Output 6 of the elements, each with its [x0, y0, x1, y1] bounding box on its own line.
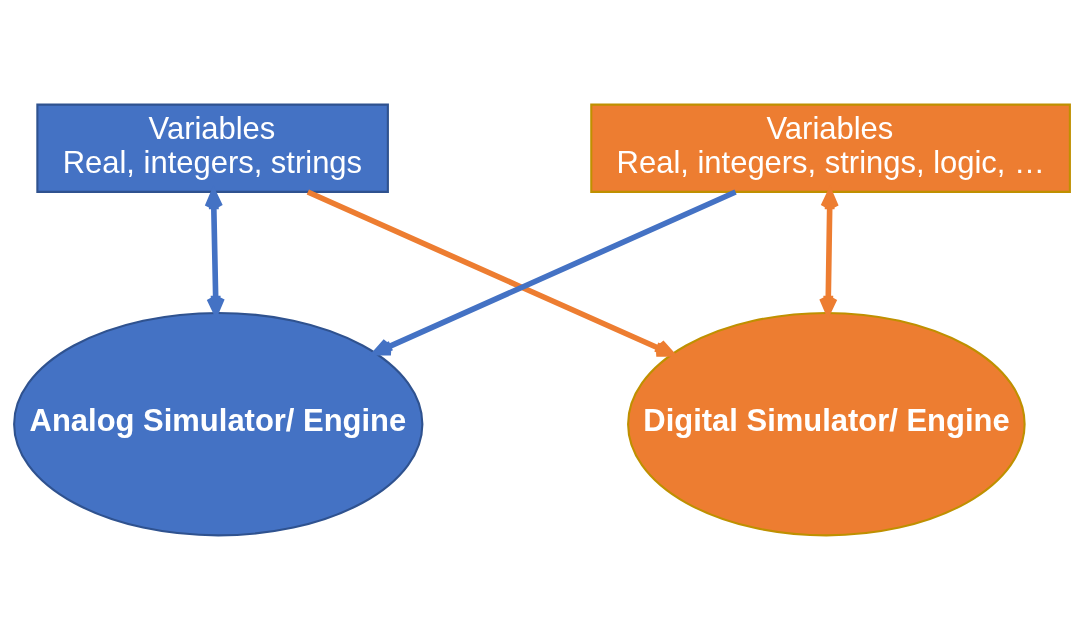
arrow — [819, 188, 839, 316]
arrow — [204, 188, 225, 316]
node-ellipse: Digital Simulator/ Engine — [627, 311, 1026, 536]
node-box: Variables Real, integers, strings, logic, … — [590, 103, 1071, 193]
node-ellipse: Analog Simulator/ Engine — [13, 311, 424, 536]
node-box: Variables Real, integers, strings — [36, 103, 389, 193]
